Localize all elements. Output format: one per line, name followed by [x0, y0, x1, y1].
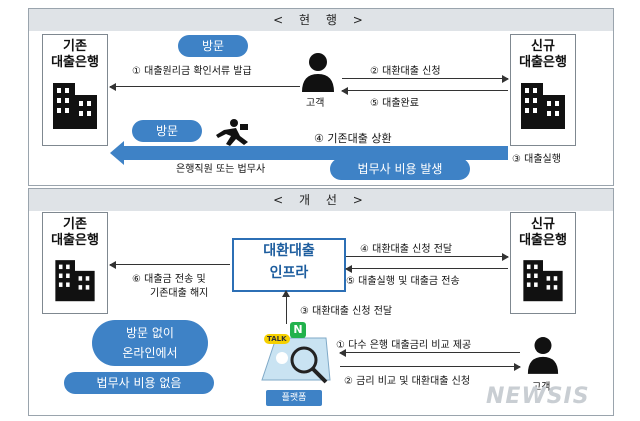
talk-badge: TALK	[264, 334, 290, 344]
improved-customer-icon	[527, 337, 559, 374]
online-pill: 방문 없이 온라인에서	[92, 320, 208, 366]
improved-step6-label-1: ⑥ 대출금 전송 및	[132, 274, 206, 285]
improved-step5-arrow	[345, 265, 508, 273]
building-icon	[55, 260, 95, 302]
improved-step3-arrow	[286, 292, 287, 324]
current-old-bank: 기존 대출은행	[42, 34, 108, 146]
building-icon	[53, 83, 97, 129]
improved-header: < 개 선 >	[29, 189, 613, 211]
current-step4-label: ④ 기존대출 상환	[314, 132, 392, 145]
improved-step1-label: ① 다수 은행 대출금리 비교 제공	[336, 340, 472, 351]
current-step5-arrow	[341, 87, 508, 95]
current-fee-pill: 법무사 비용 발생	[330, 158, 470, 180]
current-step4-arrow	[110, 141, 508, 165]
improved-new-bank: 신규 대출은행	[510, 212, 576, 314]
improved-step6-label-2: 기존대출 해지	[150, 288, 209, 299]
current-customer-label: 고객	[306, 98, 325, 109]
platform-device: TALK N	[256, 322, 336, 390]
customer-icon	[302, 53, 334, 92]
running-agent-icon	[216, 119, 248, 146]
improved-step2-arrow	[340, 363, 521, 371]
improved-step6-arrow	[109, 261, 230, 269]
current-old-bank-label: 기존 대출은행	[51, 39, 99, 70]
newsis-watermark: NEWSIS	[486, 384, 590, 409]
improved-old-bank: 기존 대출은행	[42, 212, 108, 314]
current-step5-label: ⑤ 대출완료	[370, 98, 419, 109]
current-agent-label: 은행직원 또는 법무사	[176, 164, 266, 175]
improved-customer-label: 고객	[532, 382, 551, 393]
platform-label: 플랫폼	[266, 390, 322, 406]
online-pill-line2: 온라인에서	[122, 346, 178, 360]
no-fee-pill: 법무사 비용 없음	[64, 372, 214, 394]
improved-step2-label: ② 금리 비교 및 대환대출 신청	[344, 376, 471, 387]
current-step3-label: ③ 대출실행	[512, 154, 561, 165]
improved-step4-arrow	[346, 253, 509, 261]
improved-new-bank-label: 신규 대출은행	[519, 217, 567, 248]
infra-line1: 대환대출	[263, 243, 315, 259]
improved-step3-label: ③ 대환대출 신청 전달	[300, 306, 393, 317]
current-step1-arrow	[109, 83, 300, 91]
current-visit-pill-1: 방문	[178, 35, 248, 57]
current-step2-arrow	[342, 75, 509, 83]
improved-step5-label: ⑤ 대출실행 및 대출금 전송	[346, 276, 460, 287]
improved-step1-arrow	[339, 349, 520, 357]
current-new-bank-label: 신규 대출은행	[519, 39, 567, 70]
phone-icon	[261, 337, 331, 384]
current-step2-label: ② 대환대출 신청	[370, 66, 441, 77]
current-step1-label: ① 대출원리금 확인서류 발급	[132, 66, 252, 77]
current-new-bank: 신규 대출은행	[510, 34, 576, 146]
improved-step4-label: ④ 대환대출 신청 전달	[360, 244, 453, 255]
improved-old-bank-label: 기존 대출은행	[51, 217, 99, 248]
building-icon	[523, 260, 563, 302]
loan-infra-box: 대환대출 인프라	[232, 238, 346, 292]
arrow-head-up	[282, 290, 290, 297]
building-icon	[521, 83, 565, 129]
online-pill-line1: 방문 없이	[126, 326, 174, 340]
current-visit-pill-2: 방문	[132, 120, 202, 142]
current-header: < 현 행 >	[29, 9, 613, 31]
naver-badge: N	[290, 322, 306, 338]
infra-line2: 인프라	[269, 265, 309, 281]
